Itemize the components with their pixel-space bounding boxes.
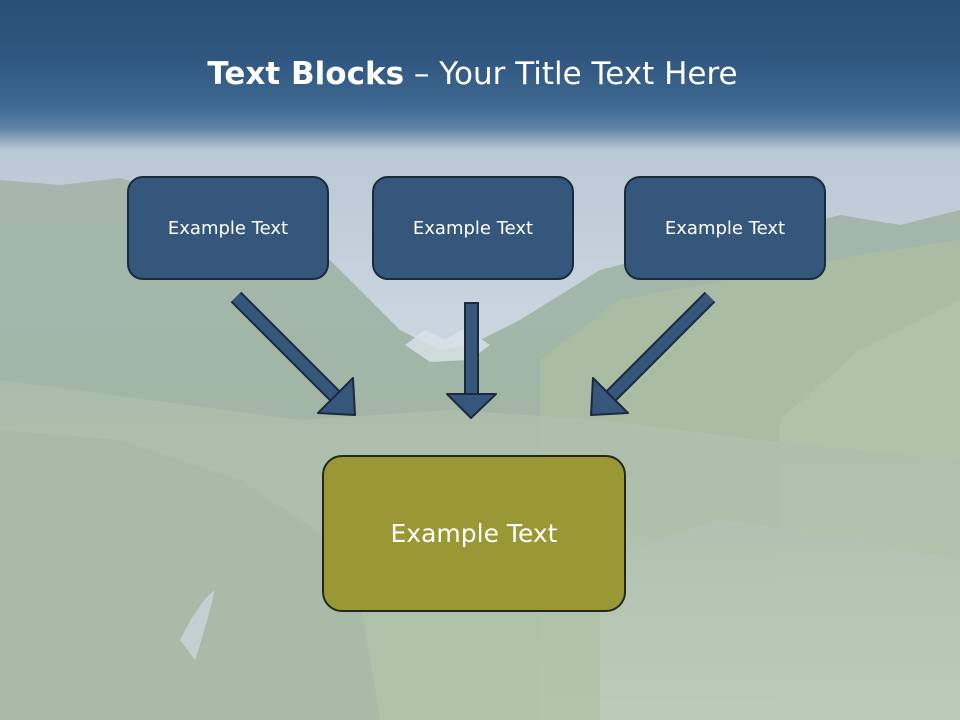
text-block-3-label: Example Text	[664, 217, 786, 239]
text-block-3[interactable]: Example Text	[624, 176, 826, 280]
text-block-1-label: Example Text	[167, 217, 289, 239]
text-block-1[interactable]: Example Text	[127, 176, 329, 280]
title-bold-text: Text Blocks	[207, 56, 405, 92]
text-block-2[interactable]: Example Text	[372, 176, 574, 280]
text-block-main-label: Example Text	[390, 519, 558, 548]
title-rest-text: – Your Title Text Here	[404, 56, 738, 92]
text-block-main[interactable]: Example Text	[322, 455, 626, 612]
slide-title: Text Blocks – Your Title Text Here	[0, 52, 945, 96]
text-block-2-label: Example Text	[412, 217, 534, 239]
header-band	[0, 0, 960, 150]
